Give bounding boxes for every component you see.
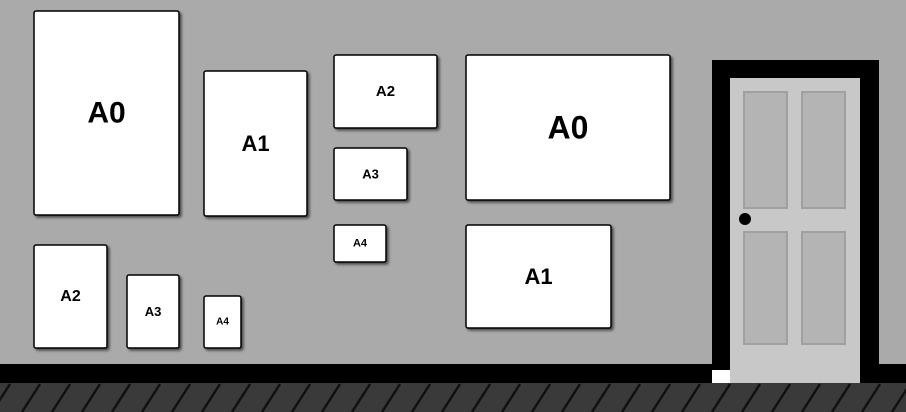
frame-border — [203, 295, 242, 349]
floor-board-line — [110, 383, 132, 412]
door-icon — [712, 60, 879, 384]
floor-board-line — [800, 383, 822, 412]
frame-a3: A3 — [126, 274, 180, 349]
floor-board-line — [770, 383, 792, 412]
frame-border — [203, 70, 308, 217]
floor-board-line — [350, 383, 372, 412]
floor-board-line — [650, 383, 672, 412]
floor-board-line — [380, 383, 402, 412]
floor-board-line — [290, 383, 312, 412]
door-panel-bottom-right — [801, 231, 846, 345]
floor-board-line — [320, 383, 342, 412]
frame-a3: A3 — [333, 147, 408, 201]
frame-border — [333, 224, 387, 263]
floor-board-line — [170, 383, 192, 412]
floor-board-line — [50, 383, 72, 412]
frame-label: A2 — [376, 83, 395, 100]
frame-a1: A1 — [465, 224, 612, 329]
frame-border — [33, 244, 108, 349]
door-knob-icon — [739, 213, 751, 225]
frame-label: A1 — [241, 131, 269, 156]
floor-board-line — [470, 383, 492, 412]
floor-board-line — [620, 383, 642, 412]
frame-label: A4 — [353, 238, 368, 250]
frame-a1: A1 — [203, 70, 308, 217]
floor-board-line — [740, 383, 762, 412]
floor — [0, 383, 906, 412]
floor-board-line — [710, 383, 732, 412]
frame-a0: A0 — [33, 10, 180, 216]
frame-label: A0 — [548, 110, 589, 146]
frame-a2: A2 — [33, 244, 108, 349]
floor-board-line — [200, 383, 222, 412]
door-panel-top-left — [743, 91, 788, 209]
frame-a4: A4 — [203, 295, 242, 349]
floor-board-line — [830, 383, 852, 412]
frame-border — [333, 54, 438, 129]
frame-border — [465, 224, 612, 329]
floor-board-line — [230, 383, 252, 412]
frame-a0: A0 — [465, 54, 671, 201]
door-panel-bottom-left — [743, 231, 788, 345]
frame-label: A0 — [87, 97, 125, 130]
floor-board-line — [0, 383, 12, 402]
floor-board-line — [680, 383, 702, 412]
floor-board-line — [590, 383, 612, 412]
floor-board-line — [500, 383, 522, 412]
frame-a2: A2 — [333, 54, 438, 129]
floor-board-line — [260, 383, 282, 412]
frame-a4: A4 — [333, 224, 387, 263]
door-panel-top-right — [801, 91, 846, 209]
floor-board-line — [530, 383, 552, 412]
floor-board-line — [560, 383, 582, 412]
floor-board-line — [410, 383, 432, 412]
baseboard-right — [860, 364, 906, 384]
frame-label: A1 — [524, 264, 552, 289]
floor-boards — [0, 383, 906, 412]
floor-board-line — [20, 383, 42, 412]
frame-label: A3 — [145, 304, 162, 319]
frame-label: A3 — [362, 167, 379, 182]
floor-board-line — [80, 383, 102, 412]
baseboard — [0, 364, 712, 384]
frame-label: A2 — [60, 288, 81, 305]
floor-board-line — [440, 383, 462, 412]
frame-border — [126, 274, 180, 349]
frame-border — [33, 10, 180, 216]
floor-board-line — [890, 387, 906, 412]
frame-label: A4 — [216, 317, 229, 328]
frame-border — [465, 54, 671, 201]
floor-board-line — [140, 383, 162, 412]
frame-border — [333, 147, 408, 201]
floor-board-line — [860, 383, 882, 412]
